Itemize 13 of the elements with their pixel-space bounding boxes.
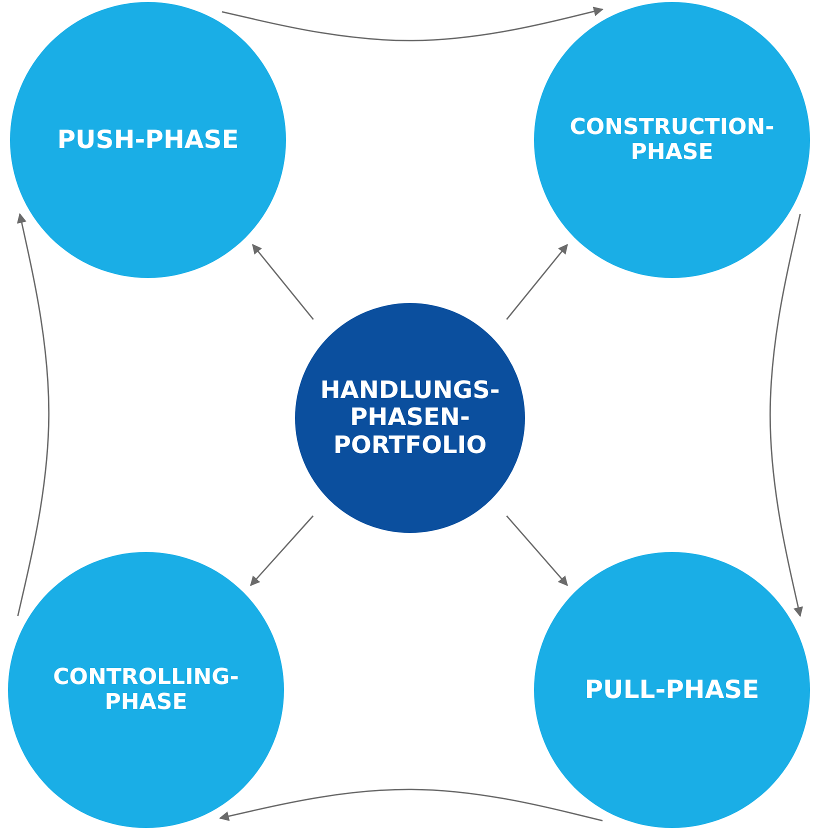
arrow	[769, 214, 804, 617]
arrow	[222, 6, 604, 42]
arrow	[252, 244, 314, 320]
arrow	[506, 515, 568, 586]
phase-label: HANDLUNGS- PHASEN- PORTFOLIO	[319, 376, 501, 460]
arrow	[506, 244, 568, 320]
phase-label: CONTROLLING- PHASE	[52, 664, 240, 716]
arrow	[250, 515, 314, 586]
phase-label: PUSH-PHASE	[57, 126, 239, 154]
arrow	[16, 213, 50, 616]
phase-label: CONSTRUCTION- PHASE	[568, 114, 776, 166]
arrow	[219, 788, 603, 822]
phase-label: PULL-PHASE	[584, 676, 760, 704]
